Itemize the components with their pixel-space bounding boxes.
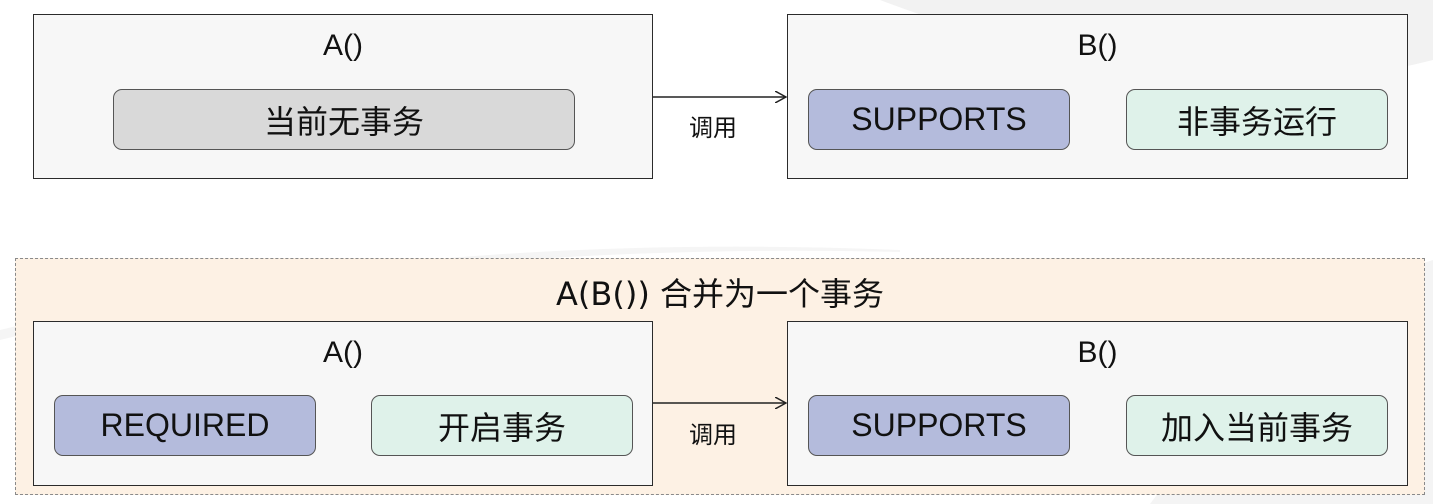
bottom-method-b-box: B() SUPPORTS 加入当前事务 [787,321,1408,486]
bottom-a-result-pill: 开启事务 [371,395,633,456]
bottom-method-b-title: B() [1077,336,1118,369]
top-method-b-box: B() SUPPORTS 非事务运行 [787,14,1408,179]
top-b-result-pill: 非事务运行 [1126,89,1388,150]
top-method-a-title: A() [323,29,363,62]
top-a-state-pill: 当前无事务 [113,89,575,150]
bottom-b-result-pill: 加入当前事务 [1126,395,1388,456]
bottom-a-propagation-pill: REQUIRED [54,395,316,456]
bottom-method-a-title: A() [323,336,363,369]
merged-transaction-group-title: A(B()) 合并为一个事务 [556,275,884,313]
bottom-b-propagation-pill: SUPPORTS [808,395,1070,456]
top-method-b-title: B() [1077,29,1118,62]
bottom-call-label: 调用 [689,421,737,449]
top-method-a-box: A() 当前无事务 [33,14,653,179]
bottom-method-a-box: A() REQUIRED 开启事务 [33,321,653,486]
top-b-propagation-pill: SUPPORTS [808,89,1070,150]
top-call-label: 调用 [689,114,737,142]
